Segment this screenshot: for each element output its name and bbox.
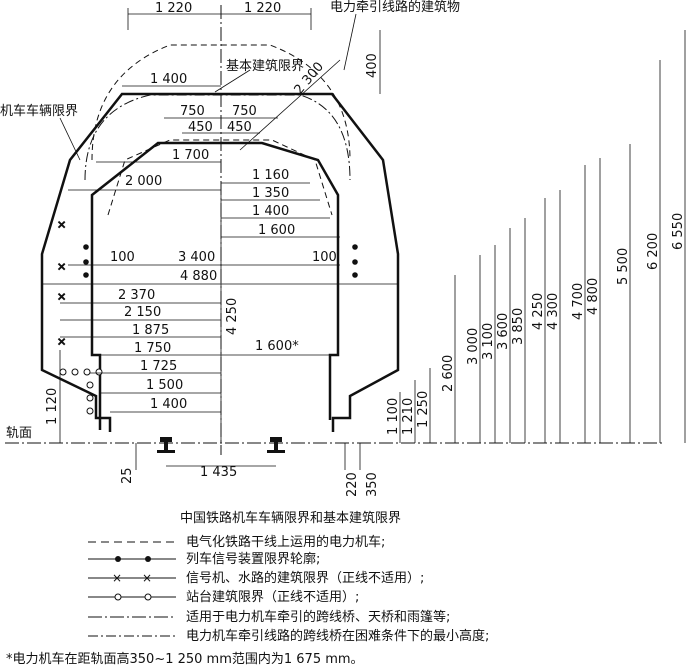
vdim-4700: 4 700: [571, 283, 586, 320]
platform-markers: [59, 368, 103, 415]
dim-450-left: 450: [188, 120, 213, 135]
dim-4880: 4 880: [180, 269, 217, 284]
signal-x-markers: × × × ×: [57, 218, 67, 349]
dim-1160: 1 160: [252, 168, 289, 183]
vdim-1100: 1 100: [386, 398, 401, 435]
diagram-title: 中国铁路机车车辆限界和基本建筑限界: [180, 510, 401, 526]
dim-1400-bottom: 1 400: [150, 397, 187, 412]
right-vertical-dimension-lines: [59, 30, 686, 470]
dim-1220-left: 1 220: [155, 1, 192, 16]
vdim-3000: 3 000: [466, 328, 481, 365]
dim-2150: 2 150: [124, 305, 161, 320]
svg-text:×: ×: [112, 571, 122, 585]
dim-2000: 2 000: [125, 174, 162, 189]
legend-item-1: 电气化铁路干线上运用的电力机车;: [186, 534, 385, 550]
dim-100-right: 100: [312, 250, 337, 265]
vdim-1210: 1 210: [401, 398, 416, 435]
dim-1700: 1 700: [172, 148, 209, 163]
dim-1400-top: 1 400: [150, 72, 187, 87]
dim-1350: 1 350: [252, 186, 289, 201]
vdim-3100: 3 100: [481, 323, 496, 360]
dim-1220-right: 1 220: [244, 1, 281, 16]
vdim-4800: 4 800: [586, 278, 601, 315]
vdim-25: 25: [120, 467, 135, 484]
vdim-350: 350: [365, 472, 380, 497]
dim-1400-mid: 1 400: [252, 204, 289, 219]
rolling-stock-label: 机车车辆限界: [0, 103, 78, 119]
overhead-structure-label: 电力牵引线路的建筑物: [330, 0, 460, 15]
dim-1435: 1 435: [200, 465, 237, 480]
vdim-5500: 5 500: [616, 248, 631, 285]
vdim-1250: 1 250: [416, 391, 431, 428]
vdim-6550: 6 550: [671, 213, 686, 250]
dim-1875: 1 875: [132, 323, 169, 338]
vdim-6200: 6 200: [646, 233, 661, 270]
vdim-4250-right: 4 250: [531, 293, 546, 330]
vdim-3850: 3 850: [511, 308, 526, 345]
dim-750-left: 750: [180, 104, 205, 119]
legend-item-4: 站台建筑限界（正线不适用）;: [186, 589, 359, 605]
leader-lines: [59, 13, 357, 161]
svg-text:×: ×: [57, 260, 66, 273]
dim-1500: 1 500: [146, 378, 183, 393]
dim-1750: 1 750: [134, 341, 171, 356]
dim-2370: 2 370: [118, 288, 155, 303]
rails: [157, 437, 285, 453]
signal-device-markers: [83, 244, 358, 278]
legend-item-2: 列车信号装置限界轮廓;: [186, 551, 320, 567]
dim-1725: 1 725: [140, 359, 177, 374]
svg-text:×: ×: [142, 571, 152, 585]
vdim-220: 220: [345, 472, 360, 497]
electric-loco-outline: [107, 139, 333, 216]
legend-item-3: 信号机、水路的建筑限界（正线不适用）;: [186, 570, 424, 586]
dim-750-right: 750: [232, 104, 257, 119]
legend-item-6: 电力机车牵引线路的跨线桥在困难条件下的最小高度;: [186, 628, 489, 644]
legend: × × 电气化铁路干线上运用的电力机车; 列车信号装置限界轮廓; 信号机、水路的建…: [88, 534, 489, 644]
dim-3400: 3 400: [178, 250, 215, 265]
dim-100-left: 100: [110, 250, 135, 265]
dim-1600: 1 600: [258, 223, 295, 238]
vdim-4300: 4 300: [546, 293, 561, 330]
svg-text:×: ×: [57, 290, 66, 303]
basic-clearance-label: 基本建筑限界: [226, 58, 304, 74]
vdim-400: 400: [365, 53, 380, 78]
dimension-lines: [42, 8, 398, 467]
svg-text:×: ×: [57, 218, 66, 231]
legend-item-5: 适用于电力机车牵引的跨线桥、天桥和雨篷等;: [186, 609, 450, 625]
vdim-2600: 2 600: [441, 355, 456, 392]
dim-450-right: 450: [227, 120, 252, 135]
vdim-4250-center: 4 250: [225, 298, 240, 335]
footnote: *电力机车在距轨面高350~1 250 mm范围内为1 675 mm。: [6, 651, 364, 667]
bridge-min-arc: [84, 94, 351, 181]
svg-text:×: ×: [57, 335, 66, 348]
rail-surface-label: 轨面: [6, 426, 32, 441]
vdim-3600: 3 600: [496, 313, 511, 350]
basic-clearance-outline: [40, 92, 400, 432]
dim-1600-star: 1 600*: [255, 339, 299, 354]
vdim-1120: 1 120: [45, 388, 60, 425]
